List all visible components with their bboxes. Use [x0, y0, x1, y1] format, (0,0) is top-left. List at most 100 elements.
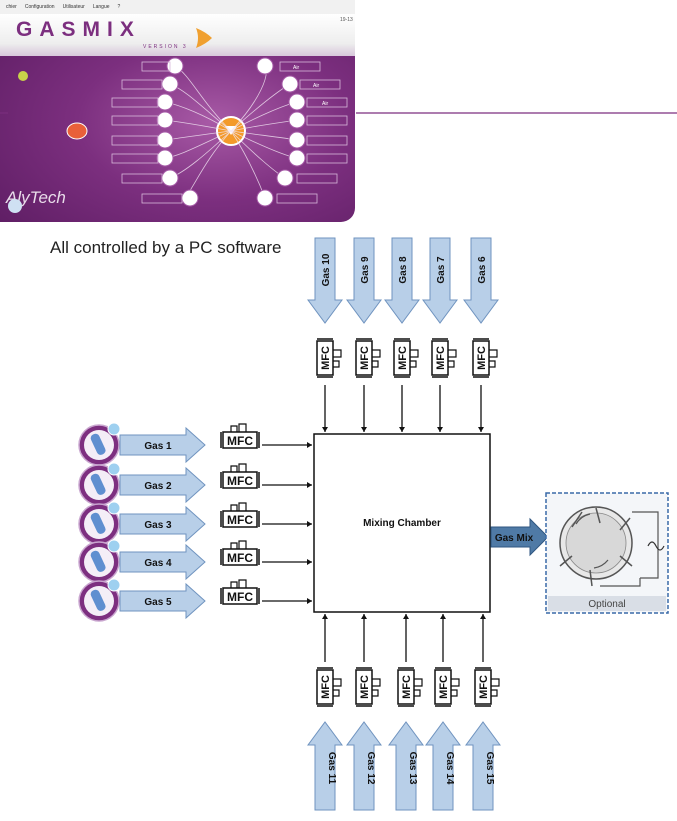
mfc-left-2: MFC: [220, 463, 260, 489]
gas-bottle-body: [90, 433, 106, 455]
flow-line-left-head: [307, 559, 312, 565]
mfc-top-5: MFC: [472, 338, 498, 378]
mfc-label: MFC: [227, 551, 253, 565]
optional-box-band: [548, 596, 666, 611]
flow-line-bottom-head: [361, 614, 367, 619]
gas-bottle-badge: [107, 422, 121, 436]
mfc-label: MFC: [320, 346, 332, 370]
flow-line-top-head: [399, 427, 405, 432]
gas-left-label-5: Gas 5: [144, 597, 172, 608]
caption: All controlled by a PC software: [50, 238, 282, 257]
mfc-left-4: MFC: [220, 540, 260, 566]
menu-item-language[interactable]: Langue: [92, 4, 110, 10]
selector-valve-inner: [565, 512, 627, 574]
gas-bottle-badge: [107, 578, 121, 592]
menu-bar: chier Configuration Utilisateur Langue ?: [0, 0, 355, 14]
mfc-top-4: MFC: [431, 338, 457, 378]
gas-input-arrow: [307, 721, 343, 811]
gas-bottle-body: [90, 589, 106, 611]
flow-line-left-head: [307, 482, 312, 488]
version-number: 19-13: [340, 17, 353, 23]
gas-bottle-body: [90, 512, 106, 534]
gas-left-label-4: Gas 4: [144, 558, 172, 569]
valve-port-lines: [559, 507, 633, 587]
mfc-label: MFC: [359, 675, 371, 699]
mfc-label: MFC: [227, 474, 253, 488]
gas-top-label-4: Gas 7: [436, 256, 447, 284]
logo-swirl-icon: [196, 28, 212, 48]
mfc-bottom-1: MFC: [316, 667, 342, 707]
flow-line-top-head: [437, 427, 443, 432]
gas-top-label-1: Gas 10: [321, 253, 332, 286]
mfc-label: MFC: [320, 675, 332, 699]
gas-bottle-badge: [107, 501, 121, 515]
gas-bottom-label-3: Gas 13: [407, 752, 418, 785]
mfc-left-1: MFC: [220, 423, 260, 449]
flow-line-bottom-head: [322, 614, 328, 619]
mfc-bottom-2: MFC: [355, 667, 381, 707]
gas-bottom-label-4: Gas 14: [444, 752, 455, 785]
gas-top-label-3: Gas 8: [398, 256, 409, 284]
gas-input-arrow: [388, 721, 424, 811]
mfc-label: MFC: [397, 346, 409, 370]
gas-mix-arrow: [490, 517, 549, 557]
menu-item-user[interactable]: Utilisateur: [62, 4, 85, 10]
sample-loop-icon: [647, 541, 665, 551]
gas-input-arrow: [346, 237, 382, 324]
gas-input-arrow: [119, 582, 206, 620]
menu-item-help[interactable]: ?: [117, 4, 121, 10]
gas-bottom-label-1: Gas 11: [326, 752, 337, 785]
mfc-bottom-3: MFC: [397, 667, 423, 707]
gas-top-label-2: Gas 9: [360, 256, 371, 284]
mixing-chamber: [313, 433, 491, 613]
gas-bottle-badge: [107, 462, 121, 476]
mfc-bottom-4: MFC: [434, 667, 460, 707]
software-screenshot: chier Configuration Utilisateur Langue ?…: [0, 0, 355, 222]
gas-bottle-body: [90, 473, 106, 495]
stop-button[interactable]: [66, 122, 88, 140]
menu-item-file[interactable]: chier: [6, 4, 17, 10]
mfc-label: MFC: [476, 346, 488, 370]
valve-channel-lines: [575, 513, 609, 569]
mfc-label: MFC: [227, 513, 253, 527]
mfc-label: MFC: [359, 346, 371, 370]
status-icon: [18, 71, 28, 81]
mfc-left-5: MFC: [220, 579, 260, 605]
flow-line-left-head: [307, 521, 312, 527]
gas-input-arrow: [119, 426, 206, 464]
gas-input-arrow: [422, 237, 458, 324]
mfc-top-1: MFC: [316, 338, 342, 378]
gas-bottle-body: [90, 550, 106, 572]
mfc-bottom-5: MFC: [474, 667, 500, 707]
mfc-label: MFC: [438, 675, 450, 699]
mfc-label: MFC: [401, 675, 413, 699]
flow-line-bottom-head: [480, 614, 486, 619]
mfc-label: MFC: [227, 434, 253, 448]
gasmix-version-label: VERSION 3: [143, 44, 188, 50]
menu-item-configuration[interactable]: Configuration: [24, 4, 55, 10]
gas-input-arrow: [307, 237, 343, 324]
gas-left-label-1: Gas 1: [144, 441, 172, 452]
display-air-2: Air: [313, 83, 319, 89]
flow-line-bottom-head: [403, 614, 409, 619]
gas-input-arrow: [346, 721, 382, 811]
alytech-bottle-icon: [8, 199, 22, 213]
gas-bottle-badge: [107, 539, 121, 553]
flow-line-top-head: [478, 427, 484, 432]
software-panel: Air Air Air AlyTech: [5, 28, 348, 213]
gas-mix-label: Gas Mix: [495, 533, 534, 544]
mfc-left-3: MFC: [220, 502, 260, 528]
gas-input-arrow: [465, 721, 501, 811]
mfc-label: MFC: [478, 675, 490, 699]
chamber-label: Mixing Chamber: [363, 518, 441, 529]
flow-line-left-head: [307, 598, 312, 604]
software-header: [0, 14, 355, 56]
mfc-label: MFC: [435, 346, 447, 370]
display-air-1: Air: [293, 65, 299, 71]
flow-line-bottom-head: [440, 614, 446, 619]
optional-label: Optional: [588, 599, 625, 610]
flow-line-top-head: [322, 427, 328, 432]
mfc-label: MFC: [227, 590, 253, 604]
gasmix-logo: GASMIX: [16, 18, 141, 41]
